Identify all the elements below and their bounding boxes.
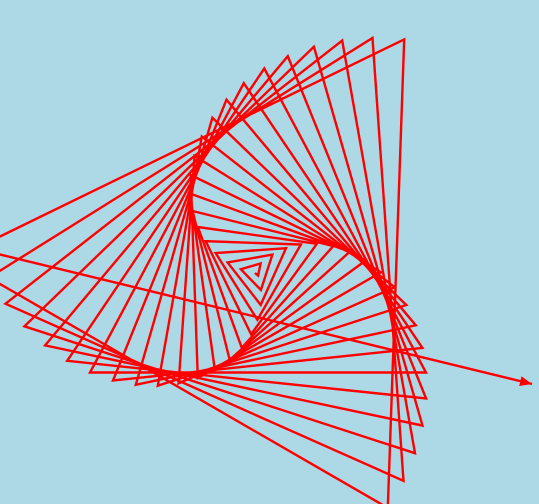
spiral-triangle-path (0, 35, 533, 504)
arrow-cursor-icon (519, 376, 532, 386)
